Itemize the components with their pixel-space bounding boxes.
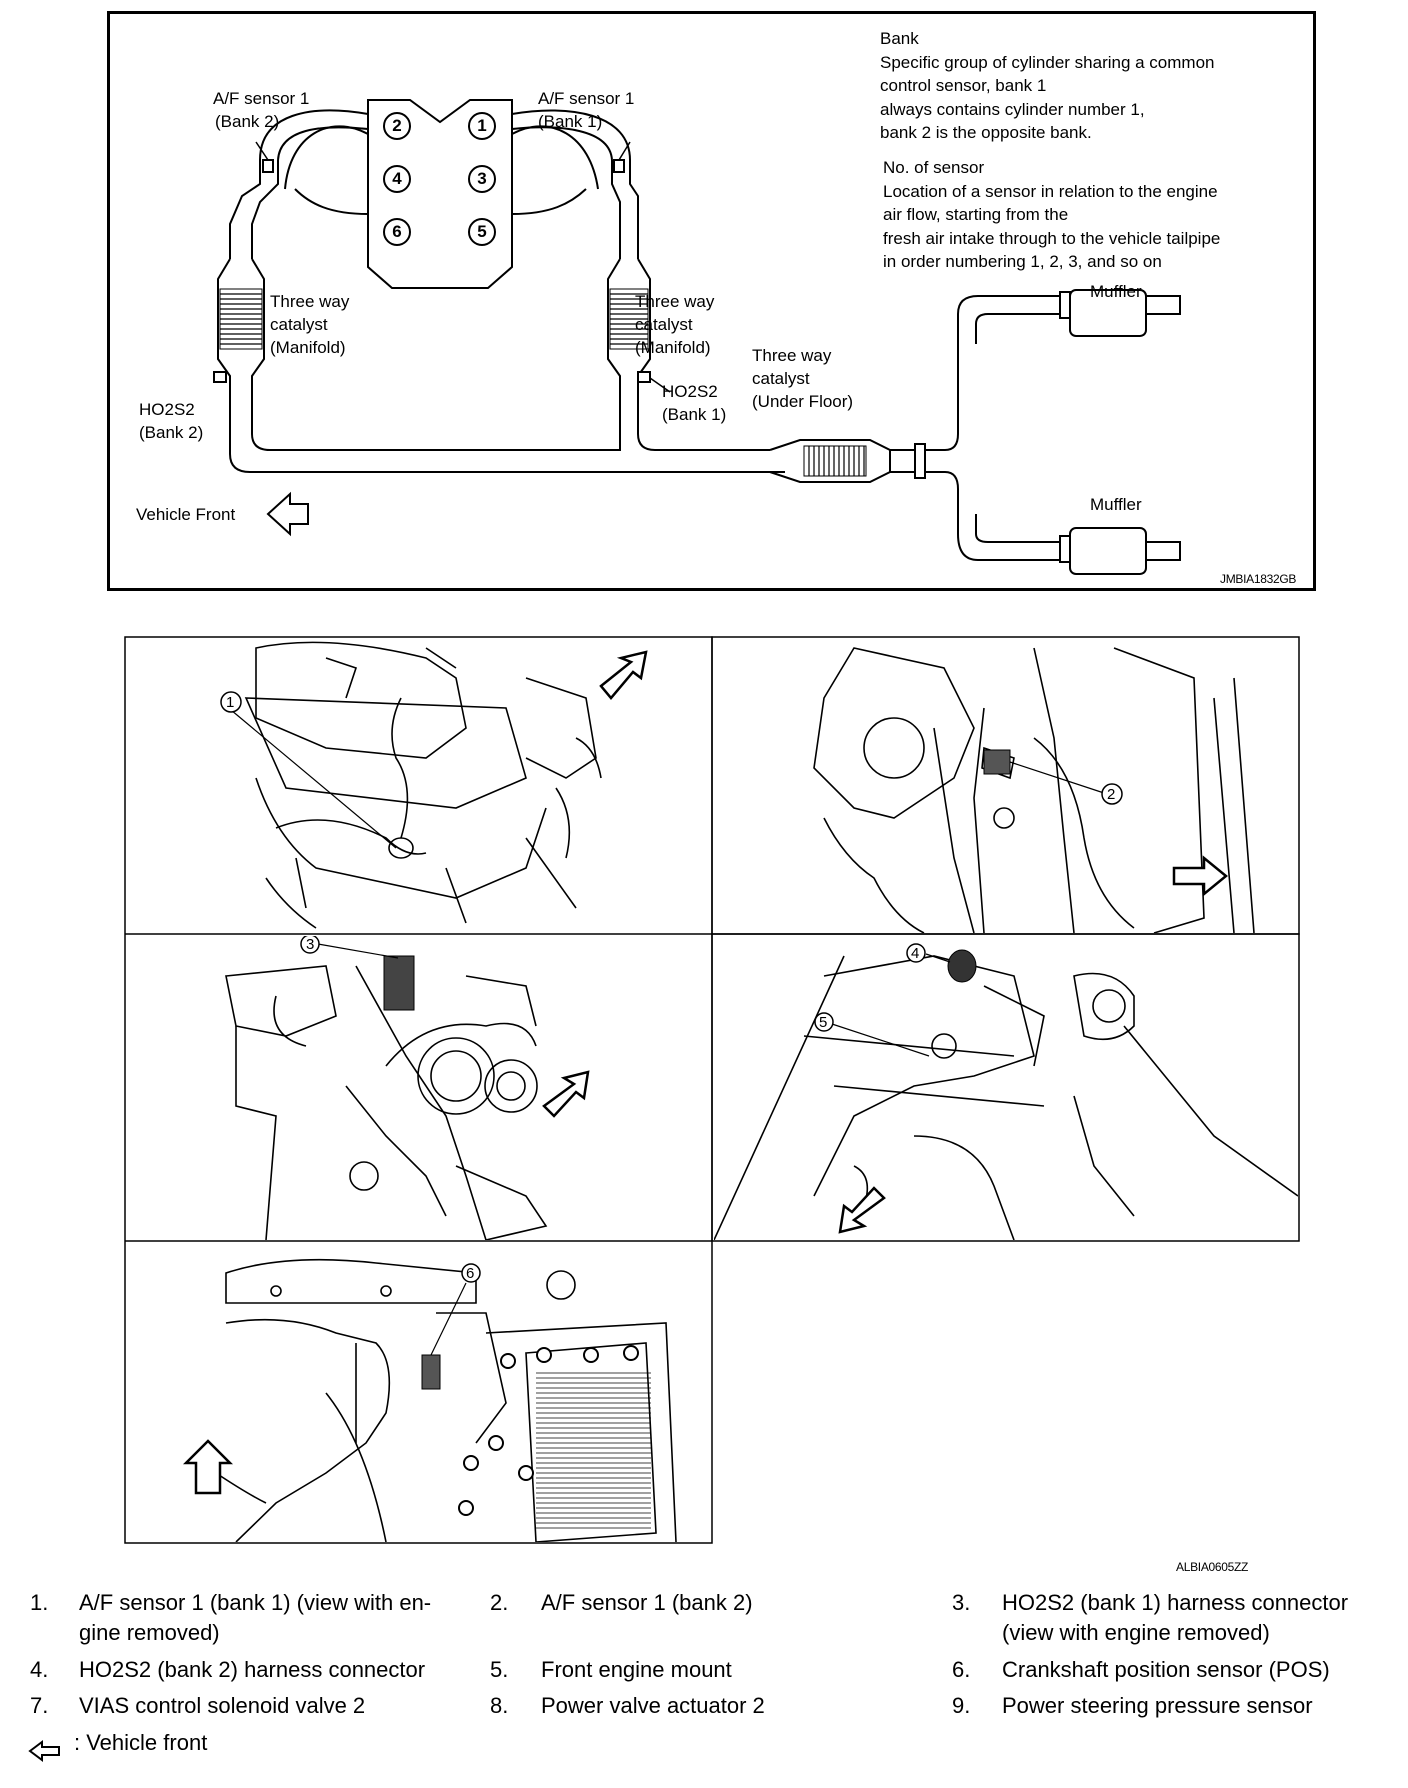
photo3-direction-arrow-icon [542,1070,590,1118]
part-legend: 1. A/F sensor 1 (bank 1) (view with en- … [0,1588,1408,1788]
exhaust-schematic: 2 1 4 3 6 5 A/F sensor 1(Bank 2) A/F sen… [107,11,1316,591]
engine-block [367,99,513,289]
ho2s2-bank2-mark [213,371,227,383]
ho2s2-bank1-label: HO2S2(Bank 1) [662,382,727,424]
vehicle-front-label: Vehicle Front [136,505,236,524]
cylinder-6: 6 [392,222,402,241]
exhaust-system-drawing [213,99,1181,575]
muffler-bottom-shape [1069,527,1147,575]
callout-6: 6 [466,1265,475,1282]
underfloor-catalyst [769,439,891,483]
bank2-exhaust-pipe [229,160,261,259]
vehicle-front-note: : Vehicle front [74,1730,208,1755]
muffler-bottom-label: Muffler [1090,495,1142,514]
callout-4: 4 [911,945,920,962]
cylinder-5: 5 [477,222,487,241]
bank-definition: Bank Specific group of cylinder sharing … [880,29,1215,142]
ho2s2-bank1-mark [637,371,651,383]
vehicle-front-arrow-icon [266,491,309,537]
photo-af-sensor-bank2: 2 [714,638,1298,933]
photo2-direction-arrow-icon [1172,855,1228,897]
callout-5: 5 [819,1014,828,1031]
ho2s2-bank2-label: HO2S2(Bank 2) [139,400,204,442]
photos-code: ALBIA0605ZZ [1176,1560,1249,1574]
af-sensor-bank2-mark [262,159,274,173]
af-sensor-bank2-label: A/F sensor 1(Bank 2) [213,89,310,131]
muffler-top-label: Muffler [1090,282,1142,301]
af-sensor-bank1-mark [613,159,625,173]
af-sensor-bank1-label: A/F sensor 1(Bank 1) [538,89,635,131]
callout-1: 1 [226,694,235,711]
cylinder-1: 1 [477,116,487,135]
schematic-code: JMBIA1832GB [1220,572,1297,586]
photo-ho2s2-bank1-connector: 3 [126,936,711,1240]
callout-3: 3 [306,936,315,953]
photo1-direction-arrow-icon [599,650,648,700]
photo-crankshaft-position-sensor: 6 [126,1243,711,1542]
sensor-number-definition: No. of sensor Location of a sensor in re… [883,158,1221,271]
photo4-direction-arrow-icon [838,1186,886,1234]
callout-2: 2 [1107,786,1116,803]
photo-af-sensor-bank1: 1 [126,638,711,933]
photo-ho2s2-bank2-connector: 4 5 [714,936,1298,1240]
bank1-exhaust-pipe [629,160,639,259]
sensor-location-photos: 1 2 [124,636,1300,1574]
cylinder-4: 4 [392,169,402,188]
cylinder-2: 2 [392,116,402,135]
cylinder-3: 3 [477,169,487,188]
photo5-direction-arrow-icon [182,1439,234,1495]
vehicle-front-note-arrow-icon [28,1740,60,1762]
photo-grid-frame [124,636,1300,1544]
